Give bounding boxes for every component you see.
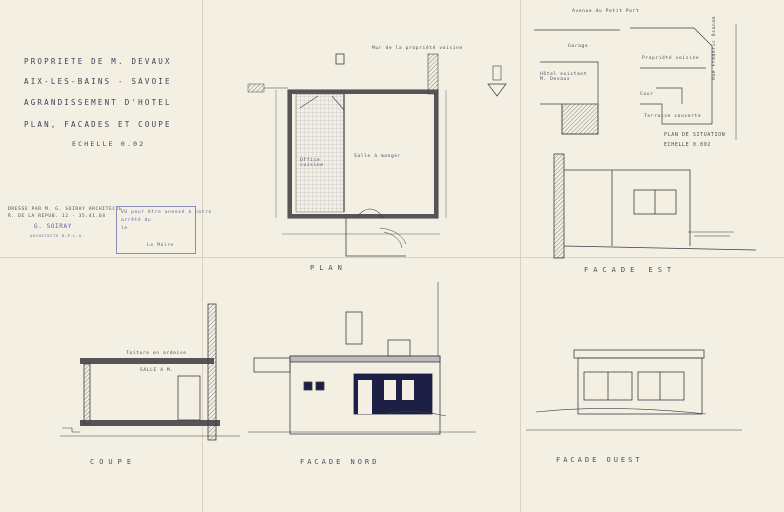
- view-title-facade-ouest: FACADE OUEST: [556, 456, 643, 464]
- approval-signature: Le Maire: [147, 243, 174, 248]
- architect-stamp-name: G. SOIRAY: [34, 223, 72, 230]
- situation-title: PLAN DE SITUATION: [664, 132, 726, 138]
- fold-line-horizontal: [0, 257, 784, 258]
- plan-label-salle: Salle à manger: [354, 154, 402, 159]
- situation-label-cour: Cour: [640, 92, 654, 97]
- view-title-plan: PLAN: [310, 264, 347, 272]
- situation-label-street: Avenue du Petit Port: [572, 9, 640, 14]
- situation-scale: ECHELLE 0.002: [664, 142, 711, 148]
- approval-line-1: VU pour être annexé à notre: [121, 210, 212, 215]
- approval-line-2: arrêté du: [121, 218, 152, 223]
- architect-line-2: R. DE LA REPUB. 12 - 35.41.64: [8, 214, 106, 219]
- plan-label-office: Office cuisine: [300, 158, 324, 168]
- situation-label-garage: Garage: [568, 44, 589, 49]
- section-drawing: [60, 303, 240, 441]
- approval-line-3: le: [121, 226, 128, 231]
- floor-plan: [247, 53, 507, 257]
- facade-nord-drawing: [248, 282, 476, 435]
- title-line-location: AIX-LES-BAINS - SAVOIE: [24, 77, 172, 86]
- facade-est-drawing: [553, 153, 757, 259]
- view-title-facade-nord: FACADE NORD: [300, 458, 380, 466]
- architect-line-1: DRESSE PAR M. G. SOIRAY ARCHITECTE: [8, 207, 123, 212]
- title-line-scale: ECHELLE 0.02: [72, 140, 146, 148]
- approval-stamp: VU pour être annexé à notre arrêté du le…: [116, 206, 211, 254]
- title-line-project: AGRANDISSEMENT D'HOTEL: [24, 98, 172, 107]
- view-title-facade-est: FACADE EST: [584, 266, 677, 274]
- situation-label-rue: Rue Frederic Ozanam: [712, 16, 717, 80]
- situation-plan: [534, 24, 737, 140]
- section-top-note: Toiture en ardoise: [126, 351, 187, 356]
- architect-stamp-sub: ARCHITECTE D.P.L.G.: [30, 233, 85, 238]
- situation-label-hotel: Hôtel existant M. Devaux: [540, 72, 588, 82]
- section-room-label: SALLE A M.: [140, 368, 174, 373]
- title-line-owner: PROPRIETE DE M. DEVAUX: [24, 57, 172, 66]
- title-line-contents: PLAN, FACADES ET COUPE: [24, 120, 172, 129]
- situation-label-voisin: Propriété voisine: [642, 56, 700, 61]
- fold-line-vertical-2: [520, 0, 521, 512]
- facade-ouest-drawing: [526, 349, 742, 431]
- fold-line-vertical-1: [202, 0, 203, 512]
- plan-top-note: Mur de la propriété voisine: [372, 46, 463, 51]
- situation-label-terrasse: Terrasse couverte: [644, 114, 702, 119]
- view-title-coupe: COUPE: [90, 458, 137, 466]
